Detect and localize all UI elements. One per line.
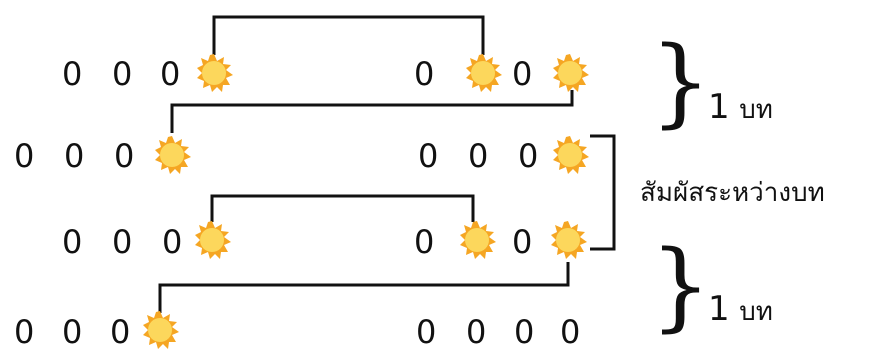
stanza-brace-top: } [650,26,712,138]
syllable: 0 [518,137,539,175]
rhyme-line-row1 [212,15,485,55]
syllable: 0 [162,223,183,261]
sun-icon [197,54,233,92]
stanza-unit: บท [739,297,773,327]
stanza-number: 1 [708,87,730,127]
between-stanza-bracket [590,134,616,251]
sun-icon [466,54,502,92]
sun-icon [551,221,587,259]
syllable: 0 [414,55,435,93]
rhyme-line-row1-row2 [170,90,574,133]
stanza-brace-bottom: } [650,230,712,342]
syllable: 0 [416,313,437,351]
syllable: 0 [466,313,487,351]
stanza-unit: บท [739,95,773,125]
between-stanza-label: สัมผัสระหว่างบท [640,178,825,208]
syllable: 0 [14,137,35,175]
stanza-label-bottom: 1 บท [708,292,773,326]
syllable: 0 [110,313,131,351]
syllable: 0 [560,313,581,351]
syllable: 0 [512,223,533,261]
sun-icon [553,54,589,92]
syllable: 0 [62,223,83,261]
syllable: 0 [62,55,83,93]
syllable: 0 [160,55,181,93]
sun-icon [195,221,231,259]
syllable: 0 [512,55,533,93]
syllable: 0 [468,137,489,175]
rhyme-line-row3-row4 [158,262,570,313]
syllable: 0 [514,313,535,351]
syllable: 0 [114,137,135,175]
sun-icon [460,221,496,259]
syllable: 0 [414,223,435,261]
sun-icon [553,136,589,174]
syllable: 0 [14,313,35,351]
syllable: 0 [112,55,133,93]
syllable: 0 [112,223,133,261]
syllable: 0 [418,137,439,175]
stanza-number: 1 [708,289,730,329]
syllable: 0 [64,137,85,175]
syllable: 0 [62,313,83,351]
sun-icon [143,311,179,349]
sun-icon [155,136,191,174]
rhyme-line-row3 [210,194,475,222]
stanza-label-top: 1 บท [708,90,773,124]
